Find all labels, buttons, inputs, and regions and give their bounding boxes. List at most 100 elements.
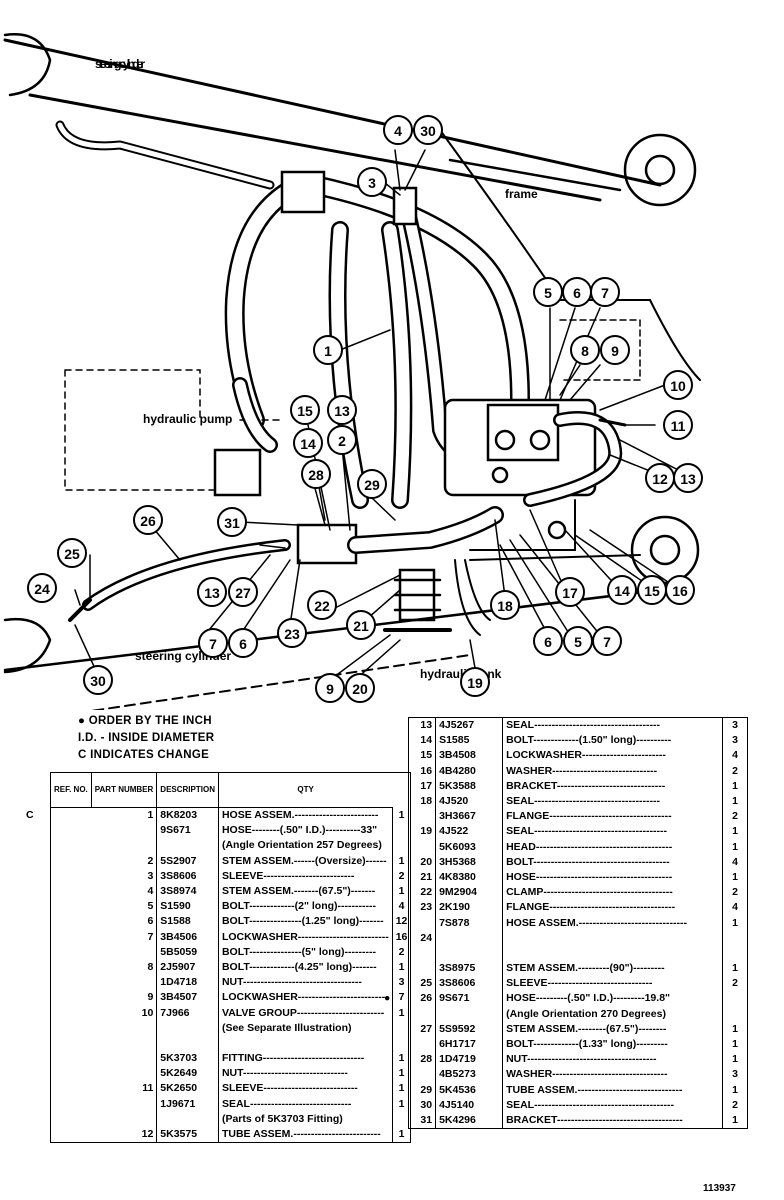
table-row: (Angle Orientation 257 Degrees) bbox=[51, 838, 411, 854]
part-number: 7S878 bbox=[435, 915, 504, 931]
ref-number: 18 bbox=[409, 793, 437, 810]
quantity: 3 bbox=[732, 719, 738, 732]
note-order-by-inch: ● ORDER BY THE INCH bbox=[78, 715, 212, 727]
ref-number: 27 bbox=[409, 1021, 437, 1037]
quantity: 2 bbox=[732, 1098, 738, 1111]
row-note bbox=[381, 1098, 407, 1113]
quantity: 1 bbox=[398, 885, 405, 898]
callout-label: 5 bbox=[544, 285, 552, 301]
callout-14: 14 bbox=[293, 428, 323, 458]
callout-22: 22 bbox=[307, 590, 337, 620]
callout-label: 26 bbox=[140, 513, 156, 529]
part-number: 3S8975 bbox=[435, 961, 504, 977]
callout-label: 15 bbox=[644, 583, 660, 599]
part-number: 4K8380 bbox=[435, 869, 504, 886]
quantity: 7 bbox=[398, 991, 405, 1004]
quantity: 2 bbox=[732, 886, 738, 899]
row-note bbox=[381, 718, 407, 733]
catalog-number: 113937 bbox=[703, 1183, 736, 1194]
row-note bbox=[23, 899, 49, 914]
row-note bbox=[381, 870, 407, 885]
table-row: (See Separate Illustration) bbox=[51, 1020, 411, 1036]
table-row: 24 bbox=[409, 930, 748, 946]
description: NUT------------------------------------- bbox=[502, 1052, 723, 1068]
callout-20: 20 bbox=[345, 673, 375, 703]
row-note bbox=[381, 931, 407, 946]
description: LOCKWASHER------------------------- bbox=[218, 990, 393, 1006]
callout-28: 28 bbox=[301, 459, 331, 489]
quantity: 4 bbox=[732, 901, 738, 914]
row-note bbox=[23, 823, 49, 838]
part-number: 1D4718 bbox=[156, 975, 219, 991]
part-number: 7J966 bbox=[156, 1005, 219, 1021]
description: NUT------------------------------ bbox=[218, 1066, 393, 1082]
row-note bbox=[381, 1022, 407, 1037]
ref-number bbox=[91, 1066, 158, 1082]
row-note bbox=[23, 1021, 49, 1036]
description: BOLT---------------(1.25" long)------- bbox=[218, 914, 393, 930]
callout-label: 12 bbox=[652, 471, 668, 487]
quantity: 1 bbox=[732, 1038, 738, 1051]
callout-label: 30 bbox=[90, 673, 106, 689]
ref-number bbox=[91, 1051, 158, 1067]
row-note bbox=[381, 915, 407, 930]
ref-number: 20 bbox=[409, 854, 437, 870]
quantity: 1 bbox=[398, 1052, 405, 1065]
description: BOLT-------------(1.33" long)--------- bbox=[502, 1036, 723, 1053]
callout-7: 7 bbox=[590, 277, 620, 307]
part-number: 6H1717 bbox=[435, 1036, 504, 1053]
callout-1: 1 bbox=[313, 335, 343, 365]
row-note bbox=[23, 914, 49, 929]
part-number: 5K3575 bbox=[156, 1126, 219, 1143]
part-number: 4J522 bbox=[435, 824, 504, 840]
part-number: S1585 bbox=[435, 733, 504, 749]
ref-number: 24 bbox=[409, 930, 437, 946]
callout-31: 31 bbox=[217, 507, 247, 537]
row-note: C bbox=[26, 809, 34, 821]
callout-label: 31 bbox=[224, 515, 240, 531]
quantity: 2 bbox=[732, 977, 738, 990]
col-header-part: PART NUMBER bbox=[91, 772, 158, 808]
part-number bbox=[156, 838, 219, 854]
part-number: S1590 bbox=[156, 899, 219, 915]
callout-label: 20 bbox=[352, 681, 368, 697]
description: (Angle Orientation 257 Degrees) bbox=[218, 838, 393, 854]
part-number: 4J5140 bbox=[435, 1097, 504, 1113]
part-number: 3S8606 bbox=[156, 868, 219, 884]
row-note bbox=[381, 885, 407, 900]
row-note bbox=[381, 809, 407, 824]
row-note bbox=[381, 900, 407, 915]
part-number bbox=[435, 930, 504, 946]
callout-label: 6 bbox=[239, 636, 247, 652]
description: FLANGE----------------------------------… bbox=[502, 809, 723, 825]
row-note bbox=[381, 1113, 407, 1128]
ref-number bbox=[91, 823, 158, 839]
description: SEAL------------------------------------ bbox=[502, 717, 723, 734]
description: SEAL------------------------------------… bbox=[502, 1097, 723, 1113]
description: WASHER--------------------------------- bbox=[502, 1067, 723, 1083]
description: STEM ASSEM.------(Oversize)------ bbox=[218, 853, 393, 869]
description: SEAL----------------------------- bbox=[218, 1096, 393, 1112]
callout-label: 16 bbox=[672, 583, 688, 599]
description: TUBE ASSEM.-----------------------------… bbox=[502, 1082, 723, 1098]
callout-label: 9 bbox=[326, 681, 334, 697]
part-number: 3S8606 bbox=[435, 976, 504, 992]
callout-14: 14 bbox=[607, 575, 637, 605]
description: HOSE ASSEM.------------------------ bbox=[218, 807, 393, 824]
part-number bbox=[156, 1111, 219, 1127]
quantity: 1 bbox=[732, 1022, 738, 1035]
col-header-qty: QTY bbox=[218, 772, 393, 808]
callout-label: 7 bbox=[603, 634, 611, 650]
callout-label: 10 bbox=[670, 378, 686, 394]
ref-number: 14 bbox=[409, 733, 437, 749]
